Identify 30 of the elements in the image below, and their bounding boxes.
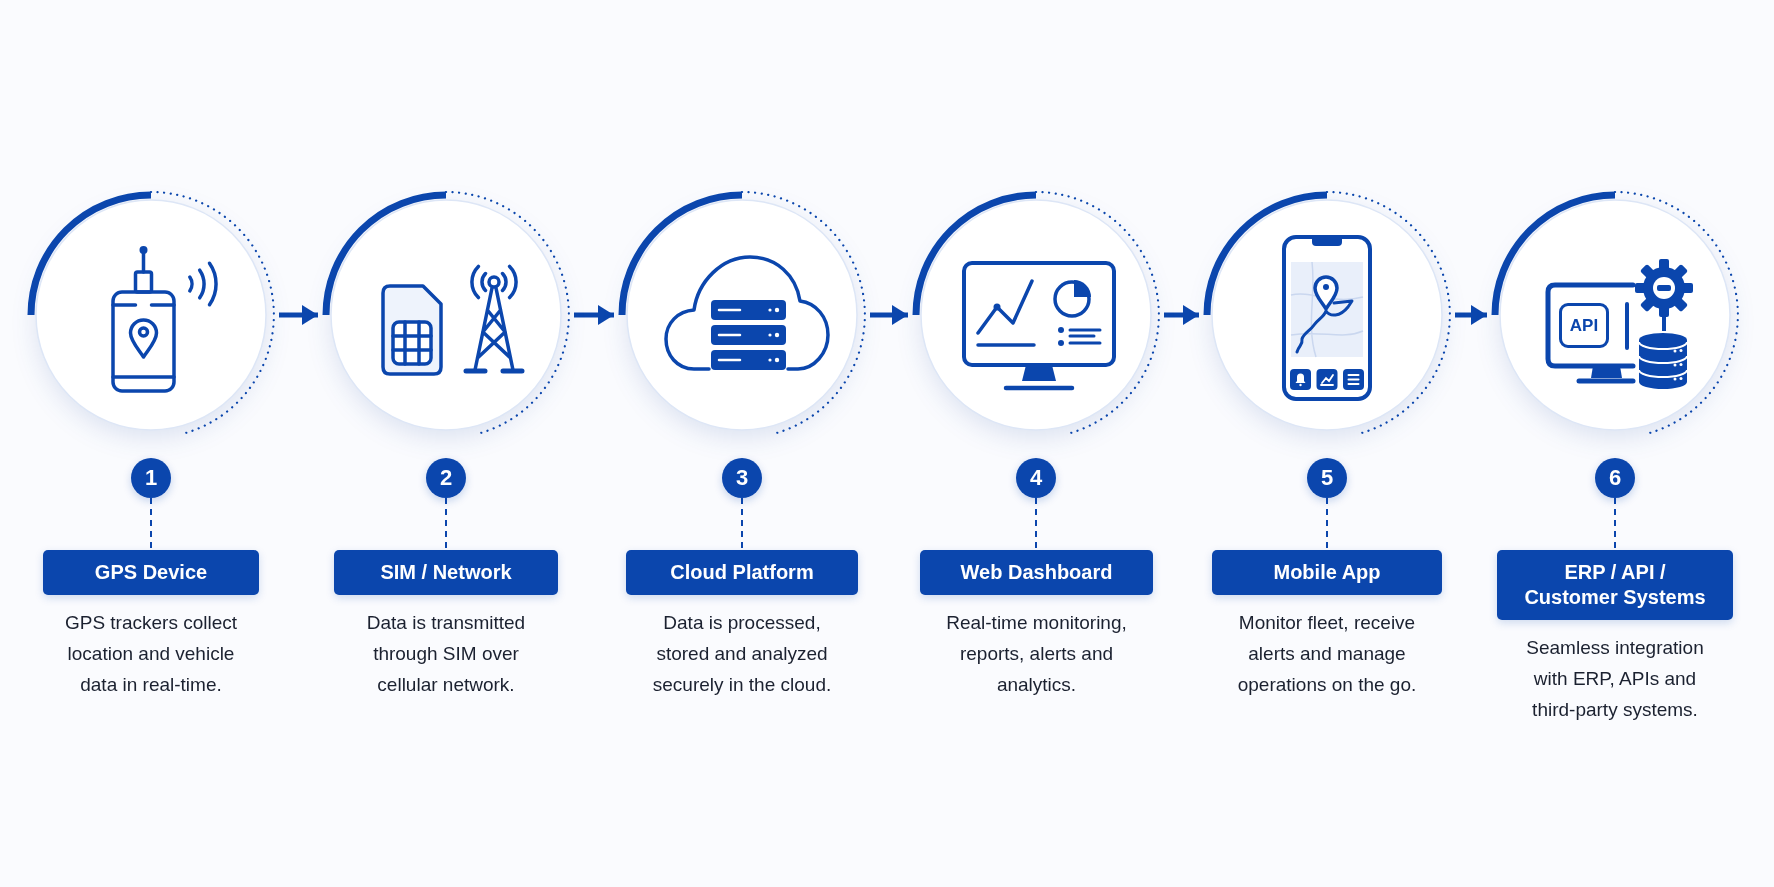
step-number-badge: 5	[1307, 458, 1347, 498]
arrow	[574, 305, 614, 325]
step-number-badge: 3	[722, 458, 762, 498]
dashed-connector	[1035, 497, 1037, 551]
step-title-bar: Mobile App	[1212, 550, 1442, 595]
dashed-connector	[445, 497, 447, 551]
dashed-connector	[1614, 497, 1616, 551]
api-tag: API	[1559, 303, 1609, 348]
step-title-bar: SIM / Network	[334, 550, 558, 595]
step-title-bar: GPS Device	[43, 550, 259, 595]
step-number-badge: 1	[131, 458, 171, 498]
step-description: Monitor fleet, receive alerts and manage operations on the go.	[1236, 611, 1418, 697]
step-description: GPS trackers collect location and vehicle data in real-time.	[63, 611, 239, 697]
step-title-bar: ERP / API / Customer Systems	[1497, 550, 1733, 620]
step-description: Seamless integration with ERP, APIs and third-party systems.	[1525, 636, 1705, 722]
dashed-connector	[150, 497, 152, 551]
arrow	[1164, 305, 1199, 325]
dashed-connector	[1326, 497, 1328, 551]
step-title-bar: Cloud Platform	[626, 550, 858, 595]
arrow	[870, 305, 908, 325]
step-number-badge: 6	[1595, 458, 1635, 498]
step-description: Data is transmitted through SIM over cellular network.	[365, 611, 527, 697]
step-description: Data is processed, stored and analyzed securely in the cloud.	[651, 611, 833, 697]
step-number-badge: 4	[1016, 458, 1056, 498]
step-title-bar: Web Dashboard	[920, 550, 1153, 595]
dashed-connector	[741, 497, 743, 551]
arrow	[1455, 305, 1487, 325]
arrow	[279, 305, 318, 325]
step-description: Real-time monitoring, reports, alerts and analytics.	[945, 611, 1128, 697]
step-number-badge: 2	[426, 458, 466, 498]
